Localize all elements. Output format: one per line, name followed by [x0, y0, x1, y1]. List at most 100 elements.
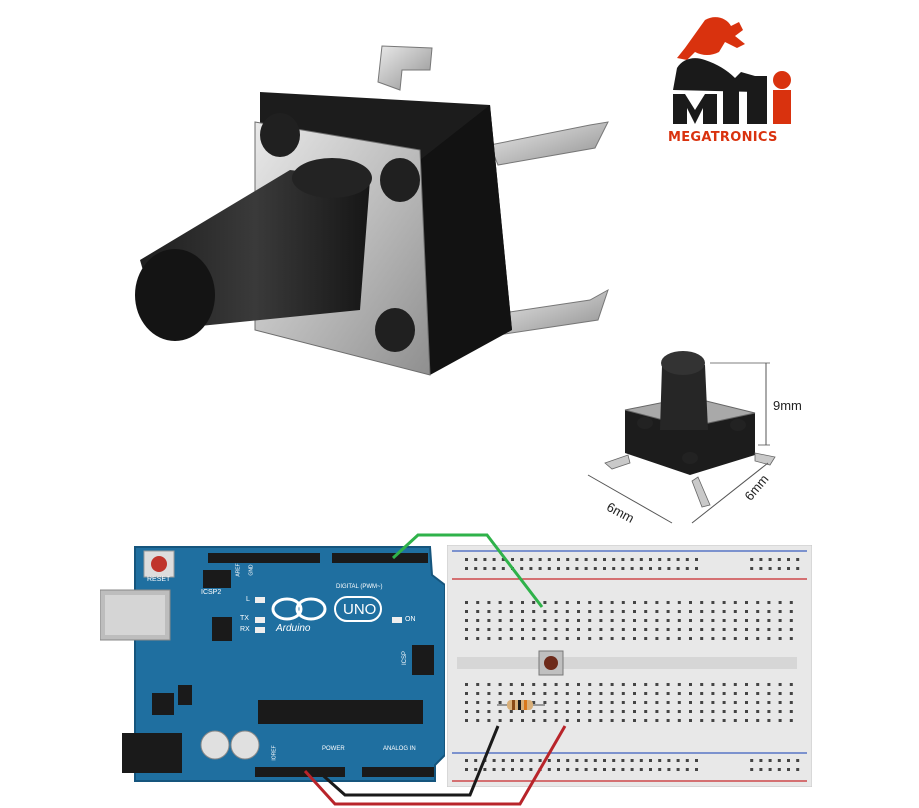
breadboard-hole [557, 768, 560, 771]
breadboard-hole [492, 567, 496, 570]
breadboard-hole [487, 601, 491, 604]
breadboard-hole [532, 683, 536, 686]
breadboard-hole [685, 768, 689, 771]
breadboard-hole [677, 701, 681, 704]
breadboard-hole [532, 692, 536, 695]
breadboard-hole [778, 619, 782, 622]
breadboard-hole [777, 567, 781, 570]
breadboard-hole [584, 558, 588, 561]
breadboard-hole [733, 601, 737, 604]
breadboard-hole [588, 710, 592, 713]
breadboard-hole [610, 701, 614, 704]
breadboard-hole [588, 683, 592, 686]
breadboard-hole [689, 628, 692, 631]
breadboard-hole [588, 701, 592, 704]
breadboard-hole [465, 619, 468, 622]
breadboard-hole [543, 637, 547, 640]
breadboard-hole [621, 692, 625, 695]
breadboard-hole [588, 719, 592, 722]
breadboard-hole [768, 759, 772, 762]
breadboard-hole [677, 692, 681, 695]
breadboard-hole [599, 683, 603, 686]
breadboard-hole [610, 710, 614, 713]
breadboard-hole [465, 567, 468, 570]
breadboard-hole [630, 558, 634, 561]
breadboard-hole [476, 710, 480, 713]
breadboard-hole [667, 768, 671, 771]
breadboard-hole [577, 692, 580, 695]
breadboard-hole [633, 719, 636, 722]
breadboard-hole [649, 759, 652, 762]
breadboard-hole [722, 701, 726, 704]
breadboard-hole [630, 759, 634, 762]
breadboard-hole [756, 628, 760, 631]
breadboard-hole [554, 710, 558, 713]
breadboard-hole [767, 692, 771, 695]
breadboard-hole [520, 768, 524, 771]
breadboard-hole [521, 601, 524, 604]
breadboard-hole [483, 567, 487, 570]
breadboard-hole [666, 683, 670, 686]
breadboard-hole [768, 567, 772, 570]
breadboard-hole [610, 692, 614, 695]
breadboard-hole [543, 601, 547, 604]
breadboard-hole [639, 567, 643, 570]
height-dimension-label: 9mm [773, 398, 802, 413]
breadboard-hole [644, 628, 648, 631]
breadboard-hole [711, 710, 715, 713]
breadboard-hole [599, 710, 603, 713]
breadboard-hole [745, 683, 748, 686]
breadboard-hole [599, 601, 603, 604]
breadboard-hole [588, 601, 592, 604]
breadboard-hole [511, 558, 514, 561]
breadboard-hole [610, 610, 614, 613]
breadboard-hole [639, 768, 643, 771]
breadboard-hole [677, 637, 681, 640]
breadboard-hole [633, 683, 636, 686]
breadboard-hole [787, 768, 790, 771]
breadboard-hole [566, 759, 570, 762]
breadboard-hole [711, 719, 715, 722]
breadboard-hole [487, 637, 491, 640]
breadboard-hole [767, 683, 771, 686]
breadboard-hole [767, 601, 771, 604]
breadboard-hole [796, 567, 800, 570]
red-wire [303, 725, 567, 806]
breadboard-hole [532, 719, 536, 722]
breadboard-hole [521, 628, 524, 631]
breadboard-hole [487, 701, 491, 704]
breadboard-hole [756, 701, 760, 704]
tactile-switch-dimension-diagram: 9mm 6mm 6mm [570, 335, 830, 535]
breadboard-hole [610, 637, 614, 640]
breadboard-hole [577, 701, 580, 704]
breadboard-hole [789, 637, 793, 640]
breadboard-hole [521, 683, 524, 686]
breadboard-hole [756, 719, 760, 722]
breadboard-hole [759, 768, 763, 771]
breadboard-hole [612, 567, 616, 570]
breadboard-hole [476, 619, 480, 622]
breadboard-hole [666, 719, 670, 722]
breadboard-hole [603, 567, 606, 570]
breadboard-hole [711, 628, 715, 631]
breadboard-hole [577, 637, 580, 640]
breadboard-hole [465, 610, 468, 613]
breadboard-hole [610, 628, 614, 631]
breadboard-hole [599, 610, 603, 613]
breadboard-hole [756, 601, 760, 604]
breadboard-hole [700, 628, 704, 631]
breadboard-hole [483, 768, 487, 771]
breadboard-hole [474, 558, 478, 561]
breadboard-hole [554, 719, 558, 722]
breadboard-hole [509, 683, 513, 686]
breadboard-hole [667, 558, 671, 561]
breadboard-hole [584, 759, 588, 762]
breadboard-hole [767, 619, 771, 622]
breadboard-hole [593, 759, 597, 762]
breadboard-hole [666, 628, 670, 631]
breadboard-hole [750, 567, 754, 570]
breadboard-hole [565, 619, 569, 622]
breadboard-hole [612, 759, 616, 762]
breadboard-hole [498, 610, 502, 613]
breadboard-hole [711, 610, 715, 613]
